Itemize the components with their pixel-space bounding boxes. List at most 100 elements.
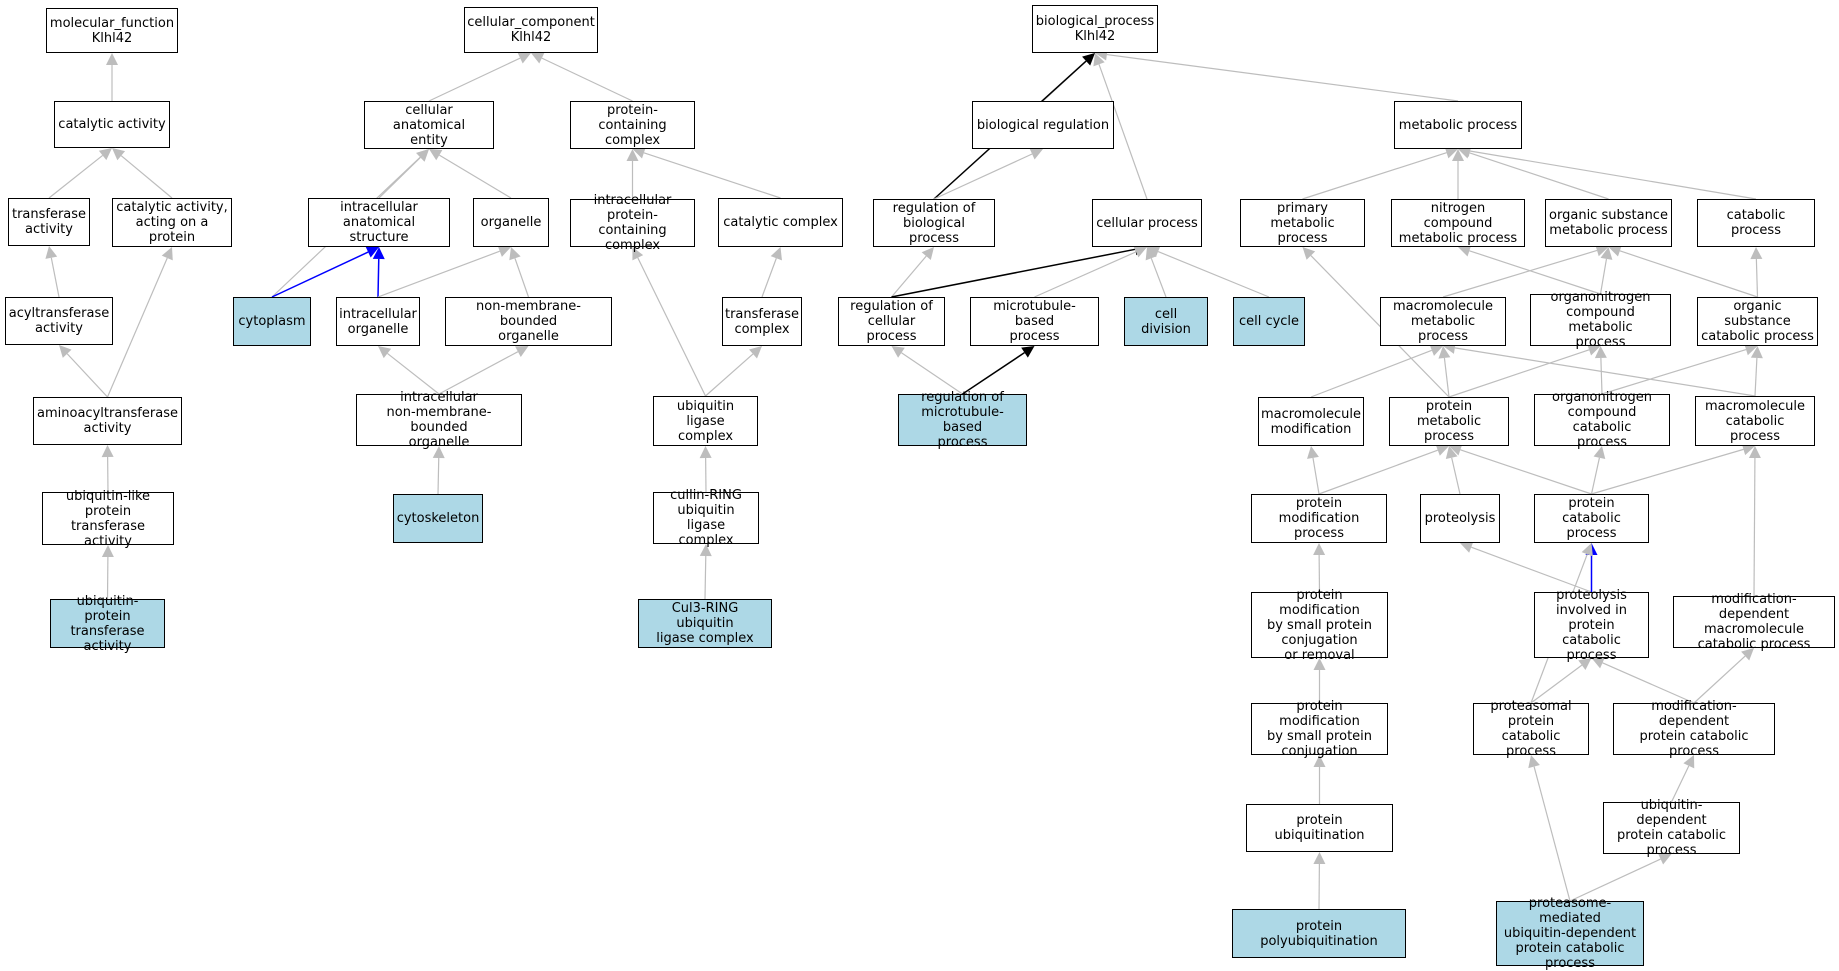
node-protein-modification-process[interactable]: protein modification process bbox=[1251, 494, 1387, 543]
edge-organic_substance_catabolic-to-organic_substance_metabolic bbox=[1608, 245, 1758, 298]
node-proteasomal-protein-catabolic-process[interactable]: proteasomal protein catabolic process bbox=[1473, 699, 1589, 759]
edge-intracellular_organelle-to-intracellular_anatomical bbox=[372, 247, 385, 298]
edge-organic_substance_metabolic-to-metabolic_process bbox=[1458, 147, 1609, 200]
node-macromolecule-catabolic-process[interactable]: macromolecule catabolic process bbox=[1695, 396, 1815, 446]
edge-acyltransferase-to-transferase_activity bbox=[45, 246, 60, 298]
node-macromolecule-modification[interactable]: macromolecule modification bbox=[1258, 397, 1364, 446]
edge-aminoacyltransferase-to-acyltransferase bbox=[59, 345, 108, 398]
node-proteolysis[interactable]: proteolysis bbox=[1420, 494, 1500, 543]
edge-mod_dep_macro_catabolic-to-macromolecule_catabolic bbox=[1748, 446, 1761, 597]
edge-regulation_bp-to-biological_regulation bbox=[933, 148, 1043, 200]
node-protein-modification-small-protein-conjugation[interactable]: protein modification by small protein co… bbox=[1251, 699, 1388, 759]
edge-organelle-to-cellular_anatomical_entity bbox=[429, 149, 512, 199]
edge-ub_transferase-to-ubl_transferase bbox=[101, 545, 114, 600]
edge-macromolecule_catabolic-to-organic_substance_catabolic bbox=[1750, 346, 1763, 397]
node-protein-ubiquitination[interactable]: protein ubiquitination bbox=[1246, 804, 1393, 852]
edge-organonitrogen_catabolic-to-organic_substance_catabolic bbox=[1601, 343, 1758, 395]
edge-organonitrogen_metabolic-to-organic_substance_metabolic bbox=[1599, 247, 1613, 295]
node-organonitrogen-compound-catabolic-process[interactable]: organonitrogen compound catabolic proces… bbox=[1534, 390, 1670, 450]
node-cell-division[interactable]: cell division bbox=[1124, 297, 1208, 346]
edge-cullin_ring-to-ub_ligase_complex bbox=[699, 446, 712, 493]
node-transferase-activity[interactable]: transferase activity bbox=[8, 198, 90, 246]
node-cellular-component-root[interactable]: cellular_component Klhl42 bbox=[464, 7, 598, 53]
node-protein-modification-small-protein-conjugation-or-removal[interactable]: protein modification by small protein co… bbox=[1251, 588, 1388, 663]
edge-protein_ubiquitination-to-pm_small_conj bbox=[1313, 755, 1326, 804]
node-biological-process-root[interactable]: biological_process Klhl42 bbox=[1032, 5, 1158, 53]
node-proteolysis-involved-in-protein-catabolic-process[interactable]: proteolysis involved in protein cataboli… bbox=[1534, 588, 1649, 663]
edge-organic_substance_catabolic-to-catabolic_process bbox=[1750, 247, 1763, 298]
node-ubiquitin-ligase-complex[interactable]: ubiquitin ligase complex bbox=[653, 396, 758, 446]
node-macromolecule-metabolic-process[interactable]: macromolecule metabolic process bbox=[1380, 297, 1506, 346]
edge-intracellular_organelle-to-organelle bbox=[377, 245, 511, 298]
node-protein-containing-complex[interactable]: protein-containing complex bbox=[570, 101, 695, 149]
node-intracellular-organelle[interactable]: intracellular organelle bbox=[336, 297, 420, 346]
node-organelle[interactable]: organelle bbox=[473, 198, 549, 247]
edge-intracellular_nonmembrane-to-intracellular_organelle bbox=[378, 346, 440, 395]
node-primary-metabolic-process[interactable]: primary metabolic process bbox=[1240, 199, 1365, 247]
node-modification-dependent-macromolecule-catabolic-process[interactable]: modification-dependent macromolecule cat… bbox=[1673, 592, 1835, 652]
node-protein-metabolic-process[interactable]: protein metabolic process bbox=[1389, 397, 1509, 446]
edge-microtubule_based-to-cellular_process bbox=[1034, 246, 1147, 298]
node-cellular-anatomical-entity[interactable]: cellular anatomical entity bbox=[364, 101, 494, 149]
node-modification-dependent-protein-catabolic-process[interactable]: modification-dependent protein catabolic… bbox=[1613, 699, 1775, 759]
node-cytoskeleton[interactable]: cytoskeleton bbox=[393, 494, 483, 543]
edge-proteasome_mediated-to-proteasomal_catabolic bbox=[1528, 755, 1571, 902]
edge-transferase_complex-to-catalytic_complex bbox=[761, 247, 782, 298]
edge-cul3_ring-to-cullin_ring bbox=[699, 544, 712, 600]
node-cellular-process[interactable]: cellular process bbox=[1092, 199, 1202, 247]
edge-mod_dep_protein_catabolic-to-mod_dep_macro_catabolic bbox=[1693, 648, 1754, 704]
edge-ub_ligase_complex-to-transferase_complex bbox=[705, 346, 762, 397]
node-proteasome-mediated-ubiquitin-dependent-protein-catabolic-process[interactable]: proteasome-mediated ubiquitin-dependent … bbox=[1496, 896, 1644, 971]
node-nitrogen-compound-metabolic-process[interactable]: nitrogen compound metabolic process bbox=[1391, 199, 1525, 247]
node-transferase-complex[interactable]: transferase complex bbox=[722, 297, 802, 346]
node-cullin-ring-ubiquitin-ligase-complex[interactable]: cullin-RING ubiquitin ligase complex bbox=[653, 488, 759, 548]
node-protein-catabolic-process[interactable]: protein catabolic process bbox=[1534, 494, 1649, 543]
edge-proteolysis_catabolic-to-proteolysis bbox=[1460, 541, 1592, 593]
edge-cellular_anatomical_entity-to-cc_root bbox=[428, 52, 531, 102]
edge-macromolecule_metabolic-to-organic_substance_metabolic bbox=[1442, 244, 1609, 298]
node-organonitrogen-compound-metabolic-process[interactable]: organonitrogen compound metabolic proces… bbox=[1530, 290, 1671, 350]
edge-proteasomal_catabolic-to-proteolysis_catabolic bbox=[1530, 658, 1592, 704]
node-cul3-ring-ubiquitin-ligase-complex[interactable]: Cul3-RING ubiquitin ligase complex bbox=[638, 599, 772, 648]
edge-organonitrogen_metabolic-to-nitrogen_compound bbox=[1458, 245, 1601, 295]
edge-protein_catabolic-to-macromolecule_catabolic bbox=[1591, 443, 1755, 495]
node-intracellular-anatomical-structure[interactable]: intracellular anatomical structure bbox=[308, 198, 450, 247]
edge-protein_catabolic-to-organonitrogen_catabolic bbox=[1590, 446, 1606, 495]
node-ubiquitin-dependent-protein-catabolic-process[interactable]: ubiquitin-dependent protein catabolic pr… bbox=[1603, 798, 1740, 858]
node-microtubule-based-process[interactable]: microtubule-based process bbox=[970, 297, 1099, 346]
node-catabolic-process[interactable]: catabolic process bbox=[1697, 199, 1815, 247]
node-regulation-of-cellular-process[interactable]: regulation of cellular process bbox=[838, 297, 945, 346]
edge-cytoskeleton-to-intracellular_nonmembrane bbox=[432, 446, 445, 495]
edge-pm_small_conj-to-pm_small_conj_removal bbox=[1313, 658, 1326, 703]
node-catalytic-complex[interactable]: catalytic complex bbox=[718, 198, 843, 247]
edge-proteolysis-to-protein_metabolic bbox=[1445, 446, 1461, 495]
edge-cell_division-to-cellular_process bbox=[1145, 247, 1167, 298]
edge-cellular_process-to-bp_root bbox=[1093, 53, 1148, 200]
node-biological-regulation[interactable]: biological regulation bbox=[972, 101, 1114, 149]
node-organic-substance-catabolic-process[interactable]: organic substance catabolic process bbox=[1697, 297, 1818, 346]
edge-ub_dep_catabolic-to-mod_dep_protein_catabolic bbox=[1670, 755, 1695, 803]
node-acyltransferase-activity[interactable]: acyltransferase activity bbox=[5, 297, 113, 345]
node-cell-cycle[interactable]: cell cycle bbox=[1233, 297, 1305, 346]
node-molecular-function-root[interactable]: molecular_function Klhl42 bbox=[46, 8, 178, 53]
node-cytoplasm[interactable]: cytoplasm bbox=[233, 297, 311, 346]
node-regulation-of-biological-process[interactable]: regulation of biological process bbox=[873, 199, 995, 247]
node-catalytic-activity-on-protein[interactable]: catalytic activity, acting on a protein bbox=[112, 198, 232, 247]
node-ubiquitin-like-protein-transferase[interactable]: ubiquitin-like protein transferase activ… bbox=[42, 489, 174, 549]
node-intracellular-protein-containing-complex[interactable]: intracellular protein-containing complex bbox=[570, 193, 695, 253]
node-organic-substance-metabolic-process[interactable]: organic substance metabolic process bbox=[1545, 199, 1672, 247]
edge-regulation_mt-to-microtubule_based bbox=[962, 346, 1035, 395]
node-catalytic-activity[interactable]: catalytic activity bbox=[54, 101, 170, 148]
node-ubiquitin-protein-transferase[interactable]: ubiquitin-protein transferase activity bbox=[50, 594, 165, 654]
node-protein-polyubiquitination[interactable]: protein polyubiquitination bbox=[1232, 909, 1406, 958]
node-intracellular-non-membrane-bounded-organelle[interactable]: intracellular non-membrane-bounded organ… bbox=[356, 390, 522, 450]
node-metabolic-process[interactable]: metabolic process bbox=[1394, 101, 1522, 149]
node-regulation-of-microtubule-based-process[interactable]: regulation of microtubule-based process bbox=[898, 390, 1027, 450]
node-non-membrane-bounded-organelle[interactable]: non-membrane-bounded organelle bbox=[445, 297, 612, 346]
node-aminoacyltransferase-activity[interactable]: aminoacyltransferase activity bbox=[33, 397, 182, 445]
edge-intracellular_nonmembrane-to-nonmembrane_organelle bbox=[438, 346, 529, 395]
edge-protein_modification-to-protein_metabolic bbox=[1318, 444, 1449, 495]
edge-metabolic_process-to-bp_root bbox=[1095, 48, 1459, 102]
edge-nitrogen_compound-to-metabolic_process bbox=[1452, 149, 1464, 199]
edge-proteasome_mediated-to-ub_dep_catabolic bbox=[1569, 853, 1672, 902]
